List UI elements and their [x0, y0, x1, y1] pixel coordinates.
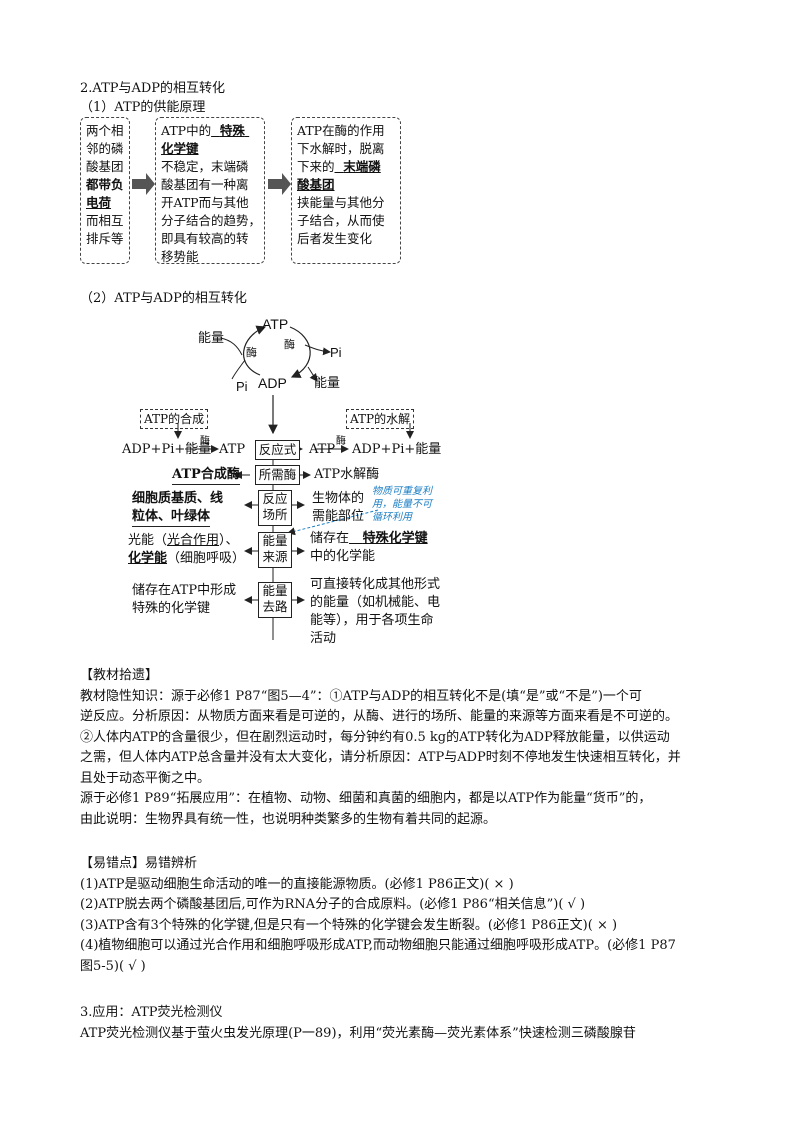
center-source-line: 来源 [262, 549, 288, 564]
principle-box-1: 两个相 邻的磷 酸基团 都带负 电荷 而相互 排斥等 [80, 117, 130, 264]
center-site-line: 场所 [262, 507, 288, 522]
hydrolysis-dest-line: 活动 [310, 631, 337, 646]
center-site: 反应 场所 [258, 490, 292, 526]
paragraph-line: 之需，但人体内ATP总含量并没有太大变化，请分析原因：ATP与ADP时刻不停地发… [80, 750, 681, 765]
enzyme-label: 酶 [336, 436, 346, 447]
synthesis-site-line: 粒体、叶绿体 [132, 508, 211, 527]
center-dest: 能量 去路 [258, 582, 292, 618]
paragraph-line: ②人体内ATP的含量很少，但在剧烈运动时，每分钟约有0.5 kg的ATP转化为A… [80, 729, 670, 745]
box-line: ATP中的 特殊 [161, 123, 245, 138]
box-line: 而相互 [86, 213, 124, 228]
center-reaction: 反应式 [255, 440, 300, 460]
synthesis-source-line-1: 光能（光合作用）、 [128, 533, 239, 548]
synthesis-site-line: 细胞质基质、线 [132, 491, 224, 506]
principle-box-2: ATP中的 特殊 化学键 不稳定，末端磷 酸基团有一种离 开ATP而与其他 分子… [155, 117, 265, 264]
handwritten-line: 物质可重复利 [372, 486, 432, 497]
statement-line: (3)ATP含有3个特殊的化学键,但是只有一个特殊的化学键会发生断裂。(必修1 … [80, 917, 618, 933]
section-title: 3.应用：ATP荧光检测仪 [80, 1005, 223, 1020]
box-line: ATP在酶的作用 [297, 123, 385, 138]
hydrolysis-dest-line: 能等），用于各项生命 [310, 613, 434, 628]
box-line: 电荷 [86, 195, 112, 210]
box-line: 分子结合的趋势， [161, 213, 262, 228]
box-line: 酸基团有一种离 [161, 177, 249, 192]
synthesis-equation: ADP+Pi+能量 [122, 442, 212, 457]
paragraph-line: 教材隐性知识：源于必修1 P87“图5—4”：①ATP与ADP的相互转化不是(填… [80, 688, 642, 704]
hydrolysis-dest-line: 可直接转化成其他形式 [310, 577, 441, 592]
center-site-line: 反应 [262, 491, 288, 506]
errors-section: 【易错点】易错辨析 (1)ATP是驱动细胞生命活动的唯一的直接能源物质。(必修1… [80, 854, 760, 977]
box-line: 后者发生变化 [297, 231, 373, 246]
cycle-energy-in: 能量 [198, 331, 225, 346]
box-line: 酸基团 [86, 159, 124, 174]
section-heading: 【易错点】易错辨析 [80, 856, 198, 871]
hydrolysis-equation: ADP+Pi+能量 [352, 442, 442, 457]
statement-line: (4)植物细胞可以通过光合作用和细胞呼吸形成ATP,而动物细胞只能通过细胞呼吸形… [80, 938, 676, 953]
paragraph-line: 由此说明：生物界具有统一性，也说明种类繁多的生物有着共同的起源。 [80, 811, 497, 827]
handwritten-note: 物质可重复利 用，能量不可 循环利用 [372, 485, 432, 524]
cycle-pi-right: Pi [330, 345, 342, 360]
box-line: 下水解时，脱离 [297, 141, 385, 156]
box-line: 两个相 [86, 123, 124, 138]
center-dest-line: 能量 [262, 583, 288, 598]
box-line: 邻的磷 [86, 141, 124, 156]
subsection-title: （1）ATP的供能原理 [80, 100, 206, 115]
atp-hydrolase: ATP水解酶 [314, 467, 380, 482]
synthesis-source-line-2: 化学能（细胞呼吸） [128, 551, 246, 566]
handwritten-line: 用，能量不可 [372, 499, 432, 510]
subsection-title: （2）ATP与ADP的相互转化 [80, 291, 247, 306]
paragraph-line: 逆反应。分析原因：从物质方面来看是可逆的，从酶、进行的场所、能量的来源等方面来看… [80, 709, 679, 724]
box-line: 酸基团 [297, 177, 335, 192]
center-dest-line: 去路 [262, 599, 288, 614]
cycle-atp-label: ATP [262, 316, 289, 332]
handwritten-line: 循环利用 [372, 512, 412, 523]
box-line: 不稳定，末端磷 [161, 159, 249, 174]
hydrolysis-site-line: 需能部位 [312, 509, 365, 524]
paragraph-line: 且处于动态平衡之中。 [80, 770, 211, 786]
hydrolysis-source-line-2: 中的化学能 [310, 549, 376, 564]
arrow-icon [268, 173, 291, 195]
hydrolysis-site-line: 生物体的 [312, 491, 365, 506]
box-line: 排斥等 [86, 231, 124, 246]
hydrolysis-source-line-1: 储存在 特殊化学键 [310, 531, 428, 546]
box-line: 化学键 [161, 141, 199, 156]
hydrolysis-dest-line: 的能量（如机械能、电 [310, 595, 441, 610]
section-title: 2.ATP与ADP的相互转化 [80, 81, 226, 96]
box-line: 都带负 [86, 177, 124, 192]
statement-line: (2)ATP脱去两个磷酸基团后,可作为RNA分子的合成原料。(必修1 P86“相… [80, 897, 586, 912]
cycle-enzyme-right: 酶 [284, 338, 295, 351]
section-3: 3.应用：ATP荧光检测仪 ATP荧光检测仪基于萤火虫发光原理(P一89)，利用… [80, 1003, 760, 1044]
hydrolysis-label: ATP的水解 [346, 409, 415, 429]
synthesis-dest-line: 特殊的化学键 [132, 601, 211, 616]
box-line: 开ATP而与其他 [161, 195, 249, 210]
center-source: 能量 来源 [258, 532, 292, 568]
atp-product: ATP [219, 442, 246, 457]
box-line: 移势能 [161, 249, 199, 264]
textbook-section: 【教材拾遗】 教材隐性知识：源于必修1 P87“图5—4”：①ATP与ADP的相… [80, 666, 760, 830]
box-line: 下来的 末端磷 [297, 159, 381, 174]
atp-synthase: ATP合成酶 [172, 466, 240, 485]
synthesis-dest-line: 储存在ATP中形成 [132, 583, 237, 598]
statement-line: (1)ATP是驱动细胞生命活动的唯一的直接能源物质。(必修1 P86正文)( ×… [80, 876, 514, 892]
center-enzyme: 所需酶 [255, 465, 300, 485]
synthesis-label: ATP的合成 [140, 409, 209, 429]
cycle-enzyme-left: 酶 [246, 346, 257, 359]
statement-line: 图5-5)( √ ) [80, 958, 146, 974]
cycle-energy-out: 能量 [314, 376, 341, 391]
principle-box-3: ATP在酶的作用 下水解时，脱离 下来的 末端磷 酸基团 挟能量与其他分 子结合… [291, 117, 401, 264]
center-source-line: 能量 [262, 533, 288, 548]
cycle-pi-left: Pi [236, 379, 248, 394]
paragraph-line: 源于必修1 P89“拓展应用”：在植物、动物、细菌和真菌的细胞内，都是以ATP作… [80, 791, 652, 806]
paragraph-line: ATP荧光检测仪基于萤火虫发光原理(P一89)，利用“荧光素酶—荧光素体系”快速… [80, 1025, 636, 1041]
enzyme-label: 酶 [200, 436, 210, 447]
section-heading: 【教材拾遗】 [80, 668, 159, 683]
cycle-adp-label: ADP [258, 375, 287, 391]
box-line: 即具有较高的转 [161, 231, 249, 246]
box-line: 子结合，从而使 [297, 213, 385, 228]
atp-reactant: ATP [309, 442, 336, 457]
arrow-icon [132, 173, 155, 195]
box-line: 挟能量与其他分 [297, 195, 385, 210]
